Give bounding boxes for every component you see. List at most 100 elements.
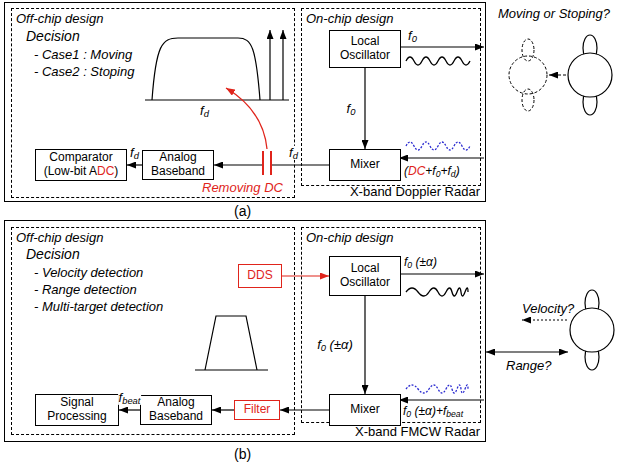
text-run: Range? <box>506 358 552 373</box>
annotation-label: Velocity? <box>522 301 574 316</box>
edge-label: fd <box>129 146 140 160</box>
symbol-base: f <box>404 255 407 269</box>
symbol-subscript: 0 <box>407 260 412 270</box>
text-run: Removing <box>202 180 264 195</box>
box-label: Mixer <box>350 403 379 417</box>
box-label: Mixer <box>350 158 379 172</box>
text-run: Mixer <box>350 402 379 416</box>
box-label: DDS <box>247 269 272 283</box>
text-run: Moving or Stoping? <box>498 6 610 21</box>
region-title: Off-chip design <box>16 11 103 26</box>
mixer-box: Mixer <box>329 394 401 426</box>
motion-arrow <box>549 75 566 76</box>
text-run: On-chip design <box>306 230 393 245</box>
range-arrow <box>486 351 568 352</box>
baseband-box: Analog Baseband <box>142 150 214 180</box>
target-moving <box>568 35 612 115</box>
annotation-label: - Multi-target detection <box>34 299 163 314</box>
capacitor-plate <box>270 151 272 175</box>
box-label: Local Oscillator <box>333 262 397 290</box>
filter-plot <box>195 316 268 370</box>
signal-arrow <box>364 68 365 149</box>
processing-box: Signal Processing <box>35 394 119 426</box>
symbol-base: f <box>130 145 134 160</box>
annotation-label: Decision <box>26 246 80 262</box>
spectrum-plot <box>145 30 289 100</box>
comparator-box: Comparator (Low-bit ADC) <box>35 149 127 181</box>
text-run: Analog Baseband <box>149 395 203 423</box>
symbol-subscript: 0 <box>321 343 326 353</box>
text-run: - Multi-target detection <box>34 299 163 314</box>
mixer-box: Mixer <box>329 149 401 181</box>
box-label: Analog Baseband <box>146 151 210 179</box>
edge-label: f0 (±α) <box>316 338 354 352</box>
box-label: Local Oscillator <box>333 35 397 63</box>
symbol-subscript: d <box>204 109 209 119</box>
symbol-subscript: 0 <box>412 34 417 44</box>
annotation-label: Removing DC <box>202 180 283 195</box>
text-run: DDS <box>247 268 272 282</box>
capacitor-symbol <box>226 88 271 175</box>
target-sphere <box>570 308 614 352</box>
symbol-base: f <box>448 164 451 178</box>
symbol-subscript: 0 <box>350 107 355 117</box>
region-title: Off-chip design <box>16 230 103 245</box>
annotation-label: - Velocity detection <box>34 265 143 280</box>
edge-label: fd <box>288 146 299 160</box>
baseband-box: Analog Baseband <box>140 395 212 425</box>
region-title: X-band FMCW Radar <box>355 424 480 439</box>
text-run: Off-chip design <box>16 11 103 26</box>
oscillator-box: Local Oscillator <box>329 256 401 296</box>
text-run: Velocity? <box>522 301 574 316</box>
text-run: - Velocity detection <box>34 265 143 280</box>
text-run: Analog Baseband <box>151 150 205 178</box>
box-label: Comparator (Low-bit ADC) <box>39 151 123 179</box>
tx-chirp <box>406 288 468 296</box>
rx-arrow <box>399 157 484 158</box>
text-run: ( <box>404 164 408 178</box>
annotation-label: - Range detection <box>34 282 137 297</box>
trapezoid-curve <box>205 316 257 370</box>
text-run: X-band Doppler Radar <box>350 184 480 199</box>
on-chip-region: On-chip designLocal OscillatorMixer <box>301 227 481 423</box>
tx-arrow <box>399 273 484 274</box>
annotation-label: (a) <box>234 203 251 219</box>
text-run: - Case1 : Moving <box>34 47 132 62</box>
annotation-label: fd <box>200 103 209 118</box>
text-run: Off-chip design <box>16 230 103 245</box>
tx-wave <box>406 57 470 65</box>
symbol-subscript: d <box>293 151 298 161</box>
symbol-subscript: 0 <box>436 169 441 179</box>
text-run: Decision <box>26 28 80 44</box>
text-run: (b) <box>234 446 251 462</box>
target-sphere <box>568 53 612 97</box>
symbol-base: f <box>289 145 293 160</box>
rx-chirp <box>406 385 468 393</box>
region-title: On-chip design <box>306 11 393 26</box>
velocity-arrow <box>522 319 567 320</box>
text-run: - Case2 : Stoping <box>34 64 134 79</box>
symbol-base: f <box>119 390 123 405</box>
signal-arrow <box>280 409 329 410</box>
dds-box: DDS <box>238 264 282 288</box>
region-title: On-chip design <box>306 230 393 245</box>
symbol-subscript: beat <box>122 396 140 406</box>
annotation-label: Decision <box>26 28 80 44</box>
annotation-label: f0 (±α)+fbeat <box>403 404 463 418</box>
dc-term: DC <box>264 180 283 195</box>
signal-arrow <box>282 275 329 276</box>
capacitor-gap <box>263 156 271 170</box>
text-run: (±α) <box>326 337 353 352</box>
target <box>570 290 614 370</box>
symbol-base: f <box>432 164 435 178</box>
symbol-base: f <box>317 337 321 352</box>
text-run: X-band FMCW Radar <box>355 424 480 439</box>
bandpass-curve <box>152 38 260 100</box>
plot-axis <box>145 99 289 100</box>
signal-arrow <box>364 296 365 394</box>
symbol-subscript: 0 <box>406 409 411 419</box>
ghost-lobe <box>522 89 534 111</box>
text-run: (±α)+ <box>411 404 443 418</box>
ghost-lobe <box>522 39 534 61</box>
text-run: On-chip design <box>306 11 393 26</box>
